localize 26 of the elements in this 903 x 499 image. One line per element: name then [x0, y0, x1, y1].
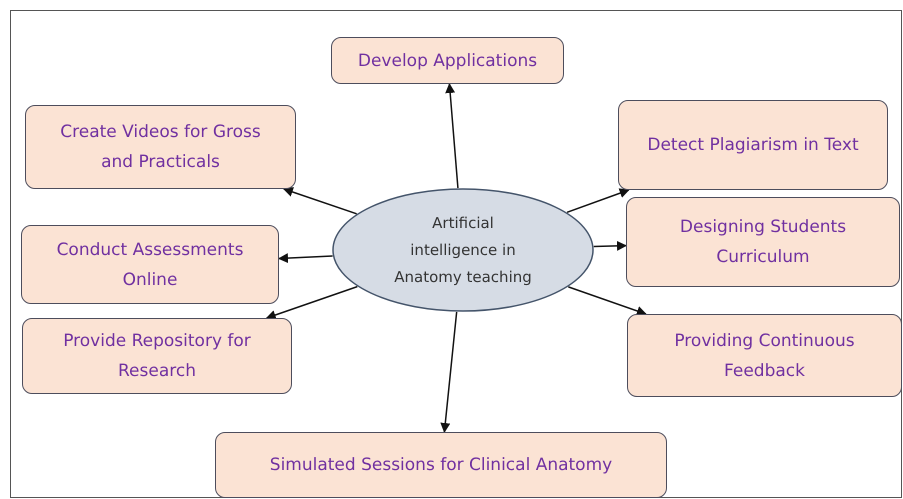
- node-text: Simulated Sessions for Clinical Anatomy: [270, 454, 612, 477]
- node-text: Develop Applications: [358, 50, 538, 72]
- process-box: [22, 318, 292, 394]
- node-text: Provide Repository for Research: [62, 330, 252, 383]
- node-text: Create Videos for Gross and Practicals: [59, 121, 262, 174]
- node-text: Artificial intelligence in Anatomy teaching: [394, 212, 532, 288]
- process-box: [331, 37, 564, 84]
- process-box: [627, 314, 902, 397]
- node-text: Designing Students Curriculum: [678, 216, 848, 269]
- arrow: [278, 253, 333, 264]
- node-text: Conduct Assessments Online: [56, 238, 244, 292]
- process-box: [25, 105, 296, 189]
- arrow: [445, 83, 459, 188]
- node-text: Detect Plagiarism in Text: [647, 134, 859, 157]
- node-text: Providing Continuous Feedback: [673, 330, 856, 382]
- process-box: [618, 100, 888, 190]
- process-box: [626, 197, 900, 287]
- arrow: [282, 187, 357, 214]
- arrow: [266, 286, 358, 320]
- ellipse-node: [332, 188, 594, 312]
- arrow: [594, 240, 627, 251]
- arrow: [568, 286, 647, 316]
- process-box: [21, 225, 279, 304]
- process-box: [215, 432, 667, 498]
- arrow: [566, 188, 630, 214]
- arrow: [440, 312, 458, 433]
